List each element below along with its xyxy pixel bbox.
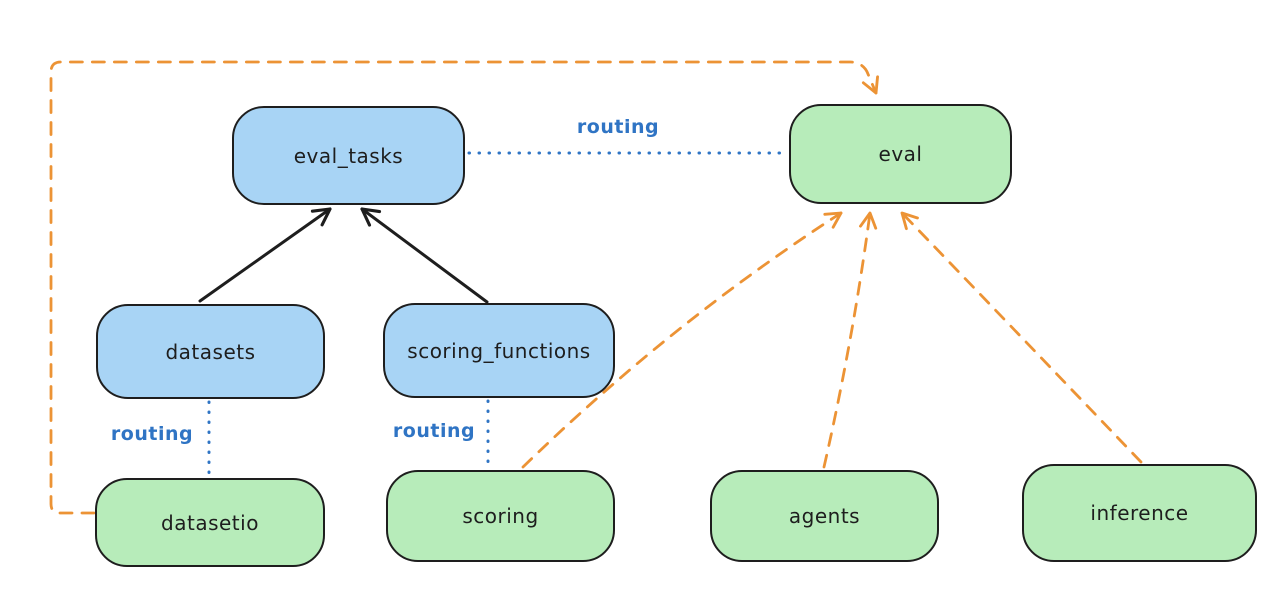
edge-inference-to-eval xyxy=(900,211,1143,464)
edge-label-routing-scoring-functions-scoring: routing xyxy=(392,420,476,442)
edge-scoring-to-eval xyxy=(521,211,843,469)
node-datasets-label: datasets xyxy=(165,339,256,364)
edge-scoring-functions-to-eval-tasks xyxy=(360,207,489,304)
edge-agents-to-eval xyxy=(822,211,878,469)
node-scoring-functions: scoring_functions xyxy=(383,303,615,398)
node-inference-label: inference xyxy=(1090,501,1189,525)
edge-datasetio-to-eval xyxy=(49,60,879,515)
edge-label-routing-eval-tasks-eval: routing xyxy=(576,116,660,138)
node-inference: inference xyxy=(1022,464,1257,562)
node-scoring: scoring xyxy=(386,470,615,562)
node-scoring-label: scoring xyxy=(462,504,539,528)
node-eval-label: eval xyxy=(878,142,923,166)
node-agents-label: agents xyxy=(788,504,861,528)
node-datasets: datasets xyxy=(96,304,325,399)
node-datasetio-label: datasetio xyxy=(161,510,259,535)
node-eval: eval xyxy=(789,104,1012,204)
node-datasetio: datasetio xyxy=(95,478,325,567)
node-scoring-functions-label: scoring_functions xyxy=(407,338,591,363)
node-eval-tasks: eval_tasks xyxy=(232,106,465,205)
edge-label-routing-datasets-datasetio: routing xyxy=(110,423,194,445)
node-agents: agents xyxy=(710,470,939,562)
node-eval-tasks-label: eval_tasks xyxy=(293,143,404,168)
edge-datasets-to-eval-tasks xyxy=(198,207,332,303)
